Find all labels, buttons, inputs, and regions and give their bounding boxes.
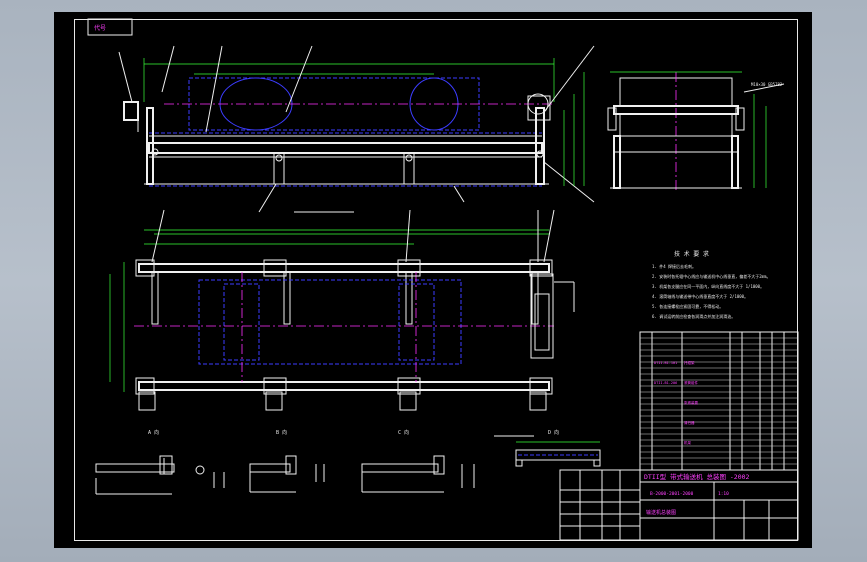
- frame-rail: [148, 142, 543, 154]
- drawing-code: B-2000-2001-2000: [650, 491, 694, 497]
- scale: 1:10: [718, 491, 729, 497]
- technical-notes: 技 术 要 求 1. 件4 焊接后去毛刺。 2. 安装时各托辊中心线应与输送机中…: [652, 250, 770, 319]
- svg-text:滚筒组件: 滚筒组件: [684, 380, 698, 385]
- note-3: 3. 机架各支腿应在同一平面内，纵向直线度不大于 1/1000。: [652, 283, 764, 289]
- note-4: 4. 滚筒轴线与输送带中心线垂直度不大于 2/1000。: [652, 293, 748, 299]
- drawing-canvas: 代号: [87, 18, 799, 541]
- sheet-tag-text: 代号: [94, 24, 106, 32]
- note-1: 1. 件4 焊接后去毛刺。: [652, 263, 696, 269]
- drawing-sheet-border: [74, 19, 798, 541]
- lower-rail: [138, 381, 550, 391]
- svg-text:清扫器: 清扫器: [684, 420, 695, 425]
- title-block: DTII型 带式输送机 总装图 -2002 B-2000-2001-2000 1…: [559, 469, 799, 541]
- note-6: 6. 调试运转前应检查各润滑点并加注润滑油。: [652, 313, 735, 319]
- note-2: 2. 安装时各托辊中心线应与输送机中心线垂直，偏差不大于2mm。: [652, 273, 770, 279]
- sheet-tag: 代号: [87, 18, 133, 36]
- title-line: DTII型 带式输送机 总装图 -2002: [644, 472, 750, 481]
- section-label-a: A 向: [148, 429, 159, 436]
- front-view: [118, 45, 595, 213]
- parts-list: DTII-B1-101 DTII-B1-206 托辊架 滚筒组件 张紧装置 清扫…: [639, 331, 799, 471]
- svg-text:M10×30 GB5782: M10×30 GB5782: [751, 82, 783, 87]
- side-view: M10×30 GB5782: [607, 71, 785, 192]
- section-details: A 向 B 向 C 向 D 向: [95, 429, 601, 495]
- section-label-c: C 向: [398, 429, 409, 436]
- section-label-d: D 向: [548, 429, 559, 436]
- section-label-b: B 向: [276, 429, 287, 436]
- svg-text:托辊架: 托辊架: [684, 360, 695, 365]
- upper-rail: [138, 263, 550, 273]
- note-5: 5. 各连接螺栓应紧固可靠，不得松动。: [652, 303, 723, 309]
- svg-text:DTII-B1-101: DTII-B1-101: [654, 361, 677, 365]
- plan-view: [109, 209, 575, 411]
- svg-text:DTII-B1-206: DTII-B1-206: [654, 381, 677, 385]
- cad-viewport[interactable]: 代号: [54, 12, 812, 548]
- notes-heading: 技 术 要 求: [674, 250, 709, 258]
- part-name: 输送机总装图: [646, 509, 676, 516]
- svg-text:张紧装置: 张紧装置: [684, 400, 698, 405]
- svg-text:机架: 机架: [684, 440, 692, 445]
